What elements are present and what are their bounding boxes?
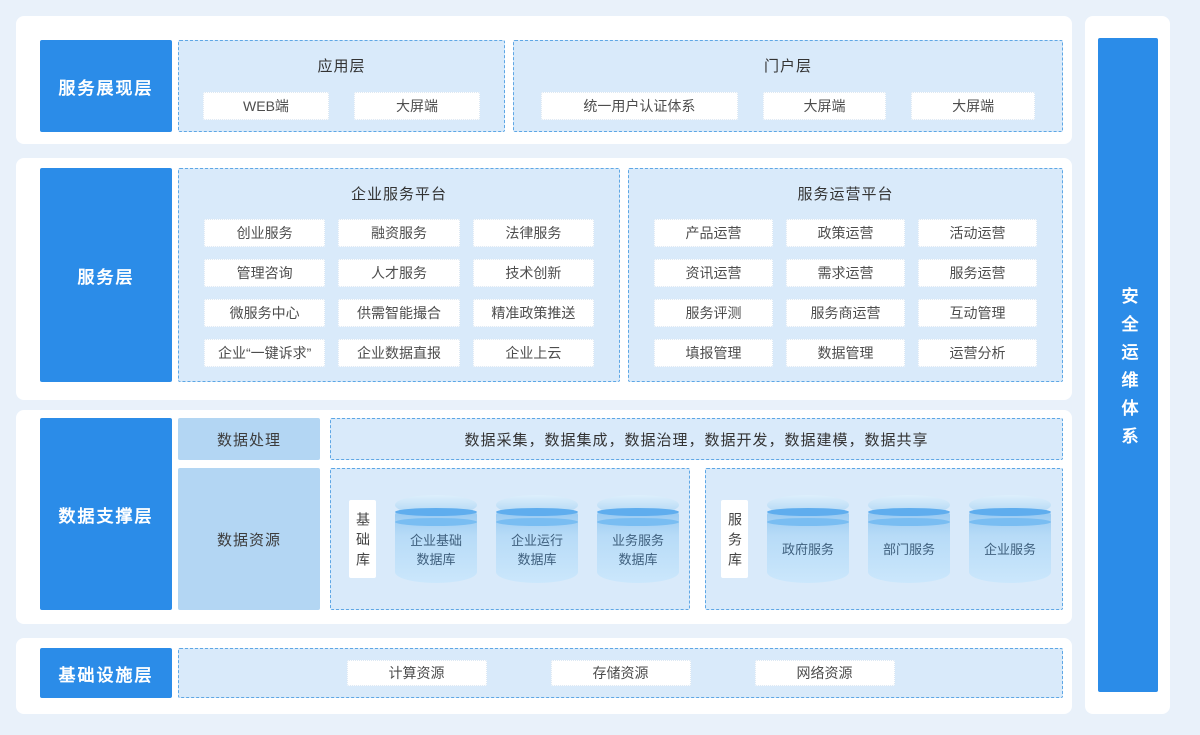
cylinder-ring <box>395 508 477 516</box>
base-database-panel: 基础库 企业基础 数据库 <box>330 468 690 610</box>
item-chip: 企业数据直报 <box>338 339 460 367</box>
presentation-layer-label: 服务展现层 <box>40 40 172 132</box>
cylinder-ring <box>597 508 679 516</box>
cylinder-ring <box>868 518 950 526</box>
cylinder-label: 企业运行 数据库 <box>510 533 563 567</box>
security-ops-card: 安全运维体系 <box>1085 16 1170 714</box>
item-chip: 需求运营 <box>786 259 905 287</box>
item-chip: 融资服务 <box>338 219 460 247</box>
item-chip: 存储资源 <box>550 660 691 686</box>
item-chip: 企业“一键诉求” <box>204 339 326 367</box>
cylinder-ring <box>868 508 950 516</box>
cylinder-body <box>395 504 477 583</box>
item-chip: 服务运营 <box>918 259 1037 287</box>
cylinder-ring <box>496 508 578 516</box>
cylinder-ring <box>496 518 578 526</box>
item-chip: 管理咨询 <box>204 259 326 287</box>
db-cylinder: 企业服务 <box>969 495 1051 583</box>
item-chip: 供需智能撮合 <box>338 299 460 327</box>
item-chip: WEB端 <box>203 92 329 120</box>
item-chip: 政策运营 <box>786 219 905 247</box>
data-support-layer-card: 数据支撑层 数据处理 数据资源 数据采集，数据集成，数据治理，数据开发，数据建模… <box>16 410 1072 624</box>
item-chip: 大屏端 <box>911 92 1036 120</box>
application-panel-title: 应用层 <box>317 58 366 75</box>
infrastructure-panel: 计算资源 存储资源 网络资源 <box>178 648 1063 698</box>
data-pipeline-panel: 数据采集，数据集成，数据治理，数据开发，数据建模，数据共享 <box>330 418 1063 460</box>
portal-panel-title: 门户层 <box>763 58 812 75</box>
cylinder-body <box>868 504 950 583</box>
service-operation-panel: 服务运营平台 产品运营 政策运营 活动运营 资讯运营 需求运营 服务运营 服务评… <box>628 168 1063 382</box>
base-db-vertical-label: 基础库 <box>349 500 376 578</box>
cylinder-ring <box>767 518 849 526</box>
db-cylinder: 部门服务 <box>868 495 950 583</box>
cylinder-label: 政府服务 <box>781 542 834 557</box>
item-chip: 服务商运营 <box>786 299 905 327</box>
item-chip: 统一用户认证体系 <box>541 92 738 120</box>
data-processing-box: 数据处理 <box>178 418 320 460</box>
enterprise-service-panel: 企业服务平台 创业服务 融资服务 法律服务 管理咨询 人才服务 技术创新 微服务… <box>178 168 620 382</box>
item-chip: 资讯运营 <box>654 259 773 287</box>
item-chip: 微服务中心 <box>204 299 326 327</box>
security-ops-label: 安全运维体系 <box>1118 286 1138 455</box>
service-layer-label: 服务层 <box>40 168 172 382</box>
data-resource-box: 数据资源 <box>178 468 320 610</box>
portal-panel: 门户层 统一用户认证体系 大屏端 大屏端 <box>513 40 1063 132</box>
cylinder-body <box>496 504 578 583</box>
item-chip: 活动运营 <box>918 219 1037 247</box>
item-chip: 填报管理 <box>654 339 773 367</box>
item-chip: 产品运营 <box>654 219 773 247</box>
presentation-layer-card: 服务展现层 应用层 WEB端 大屏端 门户层 统一用户认证体系 大屏端 大屏端 <box>16 16 1072 144</box>
db-cylinder: 企业基础 数据库 <box>395 495 477 583</box>
item-chip: 大屏端 <box>762 92 887 120</box>
infrastructure-layer-card: 基础设施层 计算资源 存储资源 网络资源 <box>16 638 1072 714</box>
cylinder-ring <box>597 518 679 526</box>
item-chip: 数据管理 <box>786 339 905 367</box>
item-chip: 互动管理 <box>918 299 1037 327</box>
infrastructure-layer-label: 基础设施层 <box>40 648 172 698</box>
item-chip: 大屏端 <box>354 92 480 120</box>
db-cylinder: 业务服务 数据库 <box>597 495 679 583</box>
cylinder-label: 部门服务 <box>882 542 935 557</box>
cylinder-body <box>969 504 1051 583</box>
cylinder-label: 企业服务 <box>983 542 1036 557</box>
item-chip: 服务评测 <box>654 299 773 327</box>
service-database-panel: 服务库 政府服务 <box>705 468 1063 610</box>
item-chip: 法律服务 <box>472 219 594 247</box>
cylinder-label: 业务服务 数据库 <box>611 533 664 567</box>
cylinder-ring <box>395 518 477 526</box>
item-chip: 计算资源 <box>346 660 487 686</box>
item-chip: 精准政策推送 <box>472 299 594 327</box>
cylinder-ring <box>767 508 849 516</box>
operation-panel-title: 服务运营平台 <box>797 186 894 203</box>
service-layer-card: 服务层 企业服务平台 创业服务 融资服务 法律服务 管理咨询 人才服务 技术创新… <box>16 158 1072 400</box>
item-chip: 创业服务 <box>204 219 326 247</box>
security-ops-bar: 安全运维体系 <box>1097 38 1158 692</box>
data-support-layer-label: 数据支撑层 <box>40 418 172 610</box>
item-chip: 网络资源 <box>754 660 895 686</box>
cylinder-body <box>597 504 679 583</box>
cylinder-ring <box>969 508 1051 516</box>
item-chip: 人才服务 <box>338 259 460 287</box>
cylinder-body <box>767 504 849 583</box>
item-chip: 技术创新 <box>472 259 594 287</box>
cylinder-ring <box>969 518 1051 526</box>
cylinder-label: 企业基础 数据库 <box>409 533 462 567</box>
item-chip: 企业上云 <box>472 339 594 367</box>
item-chip: 运营分析 <box>918 339 1037 367</box>
application-panel: 应用层 WEB端 大屏端 <box>178 40 505 132</box>
enterprise-panel-title: 企业服务平台 <box>350 186 447 203</box>
db-cylinder: 政府服务 <box>767 495 849 583</box>
db-cylinder: 企业运行 数据库 <box>496 495 578 583</box>
service-db-vertical-label: 服务库 <box>721 500 748 578</box>
